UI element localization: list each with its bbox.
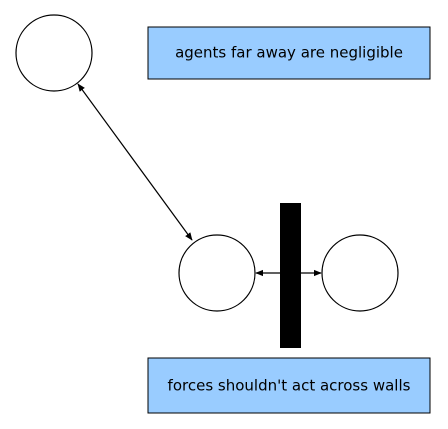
walls-label: forces shouldn't act across walls [147,357,431,414]
long-range-force-arrow [77,83,193,241]
distant-agent-circle [15,14,93,92]
walls-label-text: forces shouldn't act across walls [168,377,411,395]
far-away-label: agents far away are negligible [147,26,431,80]
far-away-label-box [147,26,431,80]
far-away-label-text: agents far away are negligible [175,44,403,62]
central-agent-circle [178,234,256,312]
walls-label-box [147,357,431,414]
right-agent-circle [321,234,399,312]
wall [280,203,301,348]
